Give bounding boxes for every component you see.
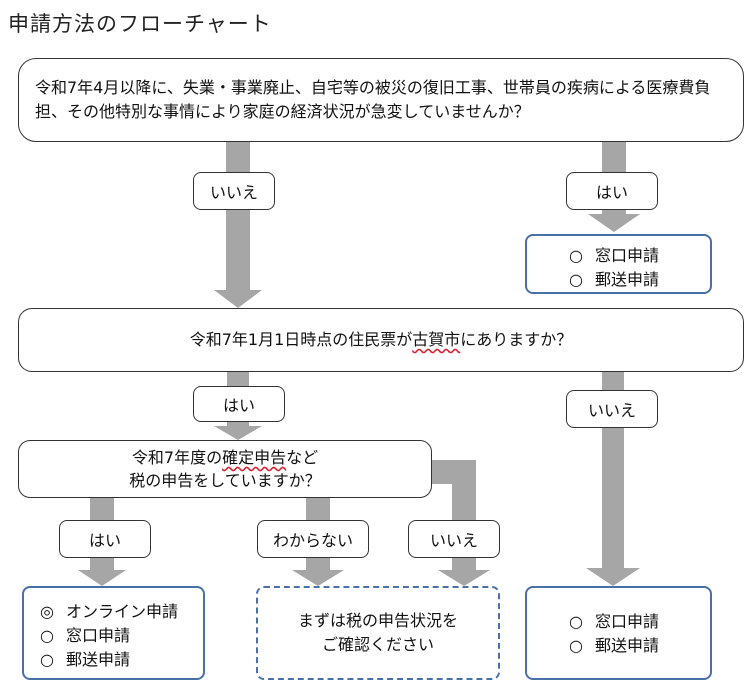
circle-mark-icon: ○ bbox=[569, 636, 583, 655]
q2-text-after: にありますか？ bbox=[460, 330, 573, 349]
question-residence: 令和7年1月1日時点の住民票が古賀市にありますか？ bbox=[18, 308, 744, 372]
option-label: 窓口申請 bbox=[595, 246, 660, 265]
option-label: 郵送申請 bbox=[595, 270, 660, 289]
arrow-q1-no bbox=[214, 142, 262, 308]
circle-mark-icon: ○ bbox=[40, 650, 54, 669]
q3-line1-mark: 確定申告 bbox=[222, 447, 287, 467]
result-option: ○ 窓口申請 bbox=[38, 624, 203, 648]
result-check-tax-status: まずは税の申告状況を ご確認ください bbox=[256, 586, 500, 680]
label-q1-yes: はい bbox=[566, 172, 658, 210]
arrow-q2-no bbox=[586, 372, 640, 586]
label-q1-no: いいえ bbox=[193, 172, 275, 210]
q2-text-before: 令和7年1月1日時点の住民票が bbox=[189, 330, 413, 349]
result-option: ○ 郵送申請 bbox=[567, 634, 710, 658]
result-option: ◎ オンライン申請 bbox=[38, 600, 203, 624]
label-q2-no: いいえ bbox=[566, 390, 658, 428]
label-q2-yes: はい bbox=[193, 386, 285, 422]
result-online-counter-mail: ◎ オンライン申請 ○ 窓口申請 ○ 郵送申請 bbox=[22, 586, 205, 680]
question-tax-filing: 令和7年度の確定申告など 税の申告をしていますか？ bbox=[18, 440, 432, 498]
label-q3-yes: はい bbox=[59, 520, 151, 558]
q3-line1-after: など bbox=[286, 447, 319, 467]
label-q3-unknown: わからない bbox=[257, 520, 369, 558]
question-economic-change: 令和7年4月以降に、失業・事業廃止、自宅等の被災の復旧工事、世帯員の疾病による医… bbox=[18, 58, 744, 142]
question-economic-change-text: 令和7年4月以降に、失業・事業廃止、自宅等の被災の復旧工事、世帯員の疾病による医… bbox=[35, 78, 711, 121]
q2-city: 古賀市 bbox=[412, 330, 461, 349]
option-label: オンライン申請 bbox=[66, 602, 179, 621]
result-counter-mail-1: ○ 窓口申請 ○ 郵送申請 bbox=[525, 234, 712, 294]
circle-mark-icon: ○ bbox=[569, 270, 583, 289]
page-title: 申請方法のフローチャート bbox=[8, 12, 272, 36]
question-residence-text: 令和7年1月1日時点の住民票が古賀市にありますか？ bbox=[190, 328, 573, 352]
label-q3-no: いいえ bbox=[408, 520, 500, 558]
result-check-tax-status-text: まずは税の申告状況を ご確認ください bbox=[297, 611, 458, 654]
question-tax-filing-text: 令和7年度の確定申告など 税の申告をしていますか？ bbox=[129, 446, 321, 492]
result-counter-mail-2: ○ 窓口申請 ○ 郵送申請 bbox=[525, 586, 712, 680]
option-label: 郵送申請 bbox=[595, 636, 660, 655]
circle-mark-icon: ○ bbox=[569, 246, 583, 265]
result-option: ○ 郵送申請 bbox=[38, 648, 203, 672]
q3-line1-before: 令和7年度の bbox=[131, 447, 223, 467]
option-label: 窓口申請 bbox=[66, 626, 131, 645]
circle-mark-icon: ○ bbox=[40, 626, 54, 645]
option-label: 窓口申請 bbox=[595, 612, 660, 631]
double-circle-mark-icon: ◎ bbox=[40, 602, 54, 621]
result-option: ○ 窓口申請 bbox=[567, 244, 710, 268]
option-label: 郵送申請 bbox=[66, 650, 131, 669]
result-option: ○ 窓口申請 bbox=[567, 610, 710, 634]
result-option: ○ 郵送申請 bbox=[567, 268, 710, 292]
circle-mark-icon: ○ bbox=[569, 612, 583, 631]
q3-line2: 税の申告をしていますか？ bbox=[129, 471, 321, 490]
